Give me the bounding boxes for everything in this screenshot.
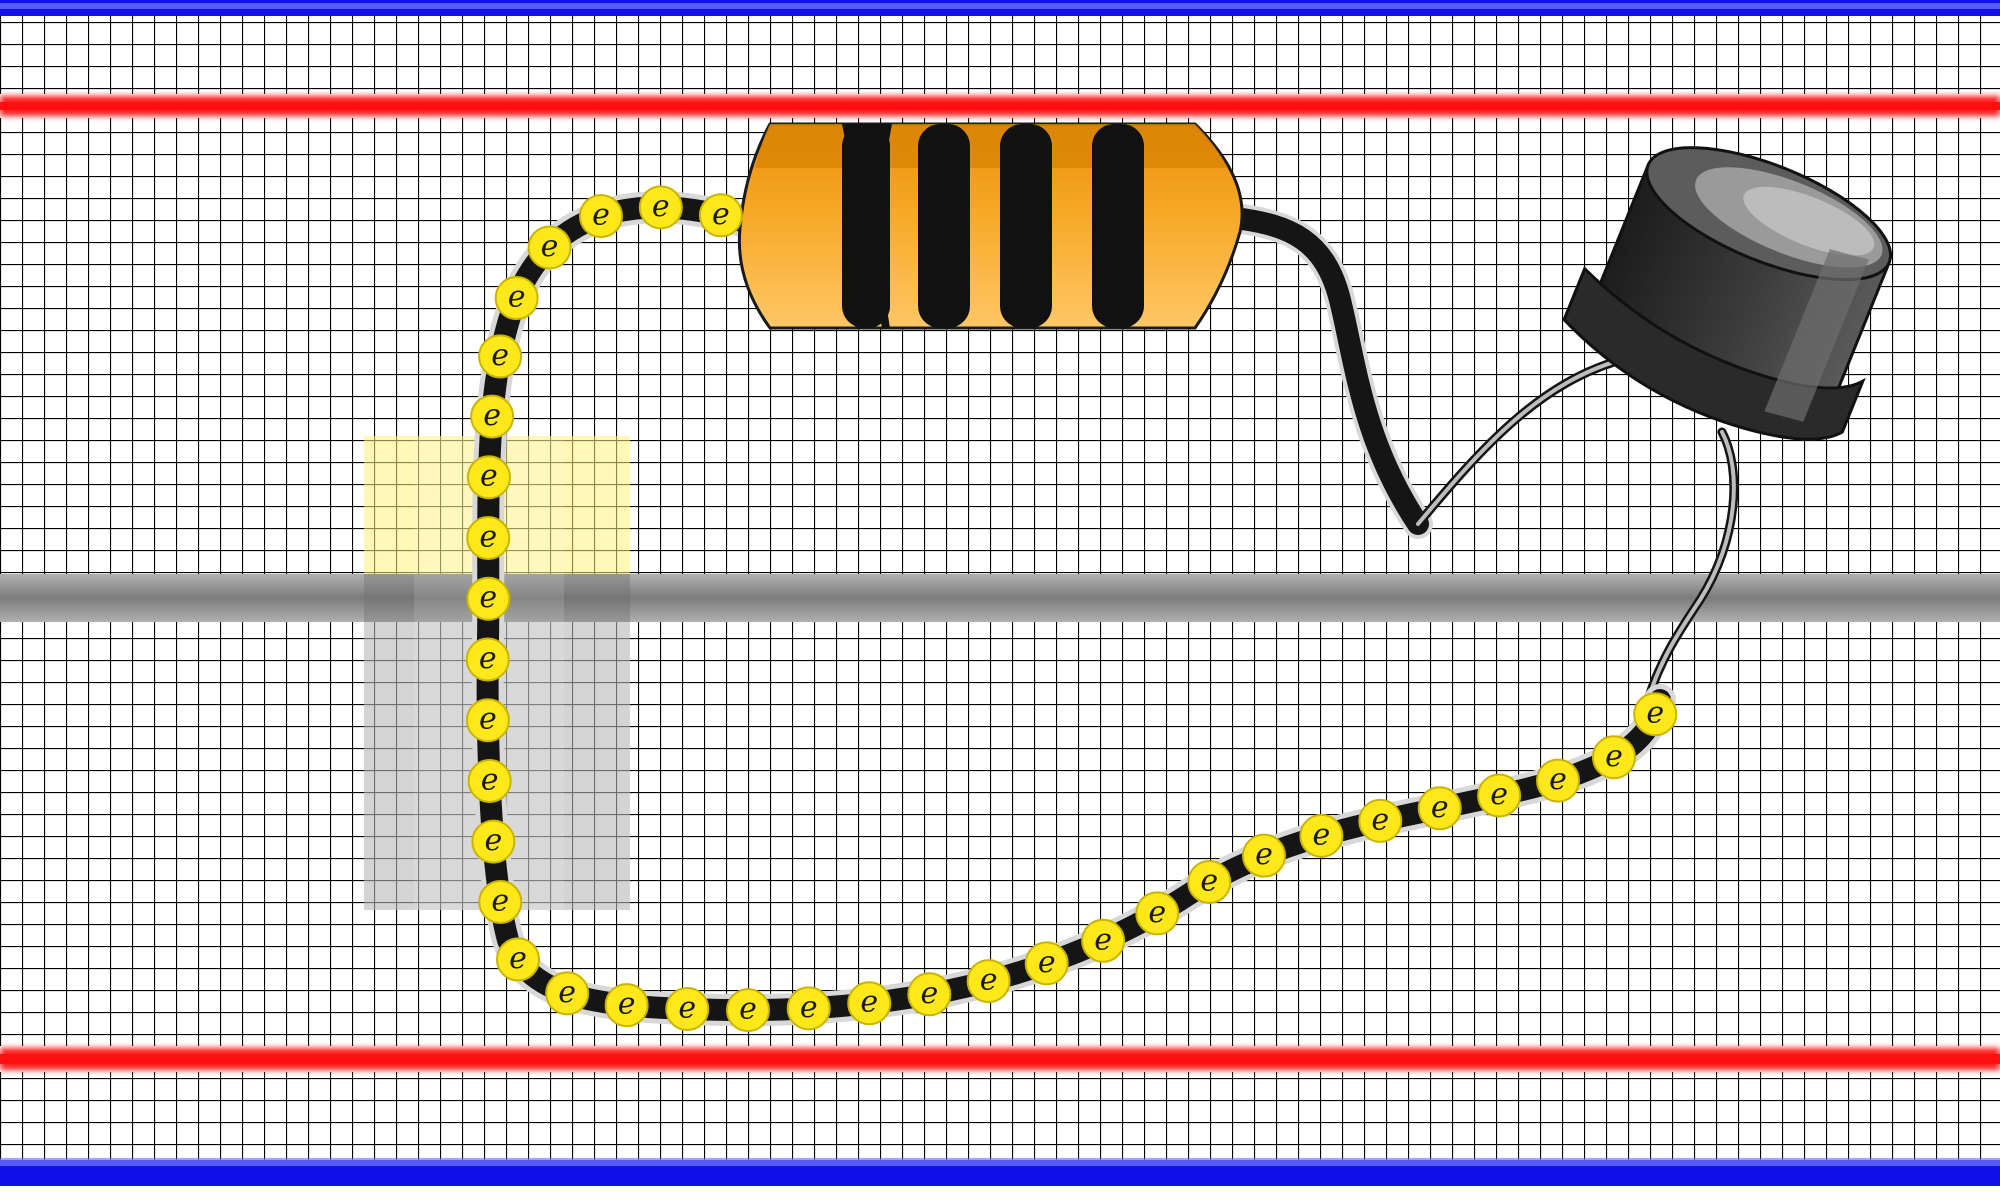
electron-icon: e: [471, 819, 516, 864]
electron-icon: e: [1417, 786, 1462, 831]
electron-icon: e: [966, 959, 1011, 1004]
electron-icon: e: [478, 879, 523, 924]
electron-icon: e: [466, 576, 511, 621]
electron-icon: e: [496, 937, 541, 982]
electron-symbol: e: [739, 992, 757, 1027]
electron-icon: e: [1081, 918, 1126, 963]
electron-symbol: e: [479, 580, 497, 615]
electron-icon: e: [1358, 798, 1403, 843]
electron-symbol: e: [483, 398, 501, 433]
electron-symbol: e: [1431, 790, 1449, 825]
electron-icon: e: [1477, 773, 1522, 818]
capacitor-icon: [1562, 146, 1893, 441]
electron-icon: e: [604, 983, 649, 1028]
electron-symbol: e: [1605, 739, 1623, 774]
electron-symbol: e: [541, 229, 559, 264]
electron-icon: e: [1591, 735, 1636, 780]
electron-icon: e: [578, 194, 623, 239]
electron-icon: e: [466, 455, 511, 500]
electron-icon: e: [786, 986, 831, 1031]
electron-icon: e: [1299, 813, 1344, 858]
electron-icon: e: [847, 981, 892, 1026]
electron-icon: e: [478, 334, 523, 379]
electron-icon: e: [1024, 941, 1069, 986]
electron-symbol: e: [1200, 863, 1218, 898]
electron-symbol: e: [1549, 762, 1567, 797]
capacitor-lead-left: [1413, 353, 1633, 529]
electron-icon: e: [465, 637, 510, 682]
electron-icon: e: [470, 394, 515, 439]
resistor-icon: [737, 122, 1244, 330]
electron-symbol: e: [980, 963, 998, 998]
electron-icon: e: [1187, 859, 1232, 904]
electron-icon: e: [698, 193, 743, 238]
electron-symbol: e: [920, 976, 938, 1011]
electron-symbol: e: [618, 987, 636, 1022]
capacitor-lead-right: [1643, 427, 1739, 705]
electron-symbol: e: [1646, 696, 1664, 731]
electron-symbol: e: [592, 198, 610, 233]
electron-icon: e: [467, 758, 512, 803]
electron-symbol: e: [481, 762, 499, 797]
electron-symbol: e: [479, 641, 497, 676]
electron-symbol: e: [712, 197, 730, 232]
electron-icon: e: [725, 988, 770, 1033]
electron-icon: e: [1535, 758, 1580, 803]
electron-symbol: e: [508, 280, 526, 315]
electron-symbol: e: [1038, 945, 1056, 980]
electron-symbol: e: [1148, 895, 1166, 930]
electron-symbol: e: [509, 941, 527, 976]
electron-icon: e: [1135, 891, 1180, 936]
electron-icon: e: [466, 515, 511, 560]
electron-symbol: e: [480, 459, 498, 494]
electron-icon: e: [1241, 833, 1286, 878]
electron-symbol: e: [479, 519, 497, 554]
electron-icon: e: [527, 225, 572, 270]
center-divider: [0, 574, 2000, 622]
electron-symbol: e: [678, 990, 696, 1025]
electron-icon: e: [907, 972, 952, 1017]
electron-icon: e: [465, 698, 510, 743]
electron-symbol: e: [491, 338, 509, 373]
electron-icon: e: [1633, 692, 1678, 737]
electron-icon: e: [494, 276, 539, 321]
electron-symbol: e: [800, 990, 818, 1025]
resistor-lead-right: [1220, 203, 1433, 539]
electron-icon: e: [545, 971, 590, 1016]
electron-symbol: e: [558, 975, 576, 1010]
electron-symbol: e: [1313, 817, 1331, 852]
electron-icon: e: [638, 185, 683, 230]
electron-symbol: e: [1371, 802, 1389, 837]
electron-symbol: e: [484, 823, 502, 858]
electron-symbol: e: [491, 883, 509, 918]
electron-symbol: e: [479, 702, 497, 737]
electron-symbol: e: [652, 189, 670, 224]
electron-symbol: e: [1255, 837, 1273, 872]
electron-symbol: e: [1490, 777, 1508, 812]
electron-icon: e: [665, 986, 710, 1031]
electron-symbol: e: [1094, 922, 1112, 957]
electron-symbol: e: [860, 985, 878, 1020]
